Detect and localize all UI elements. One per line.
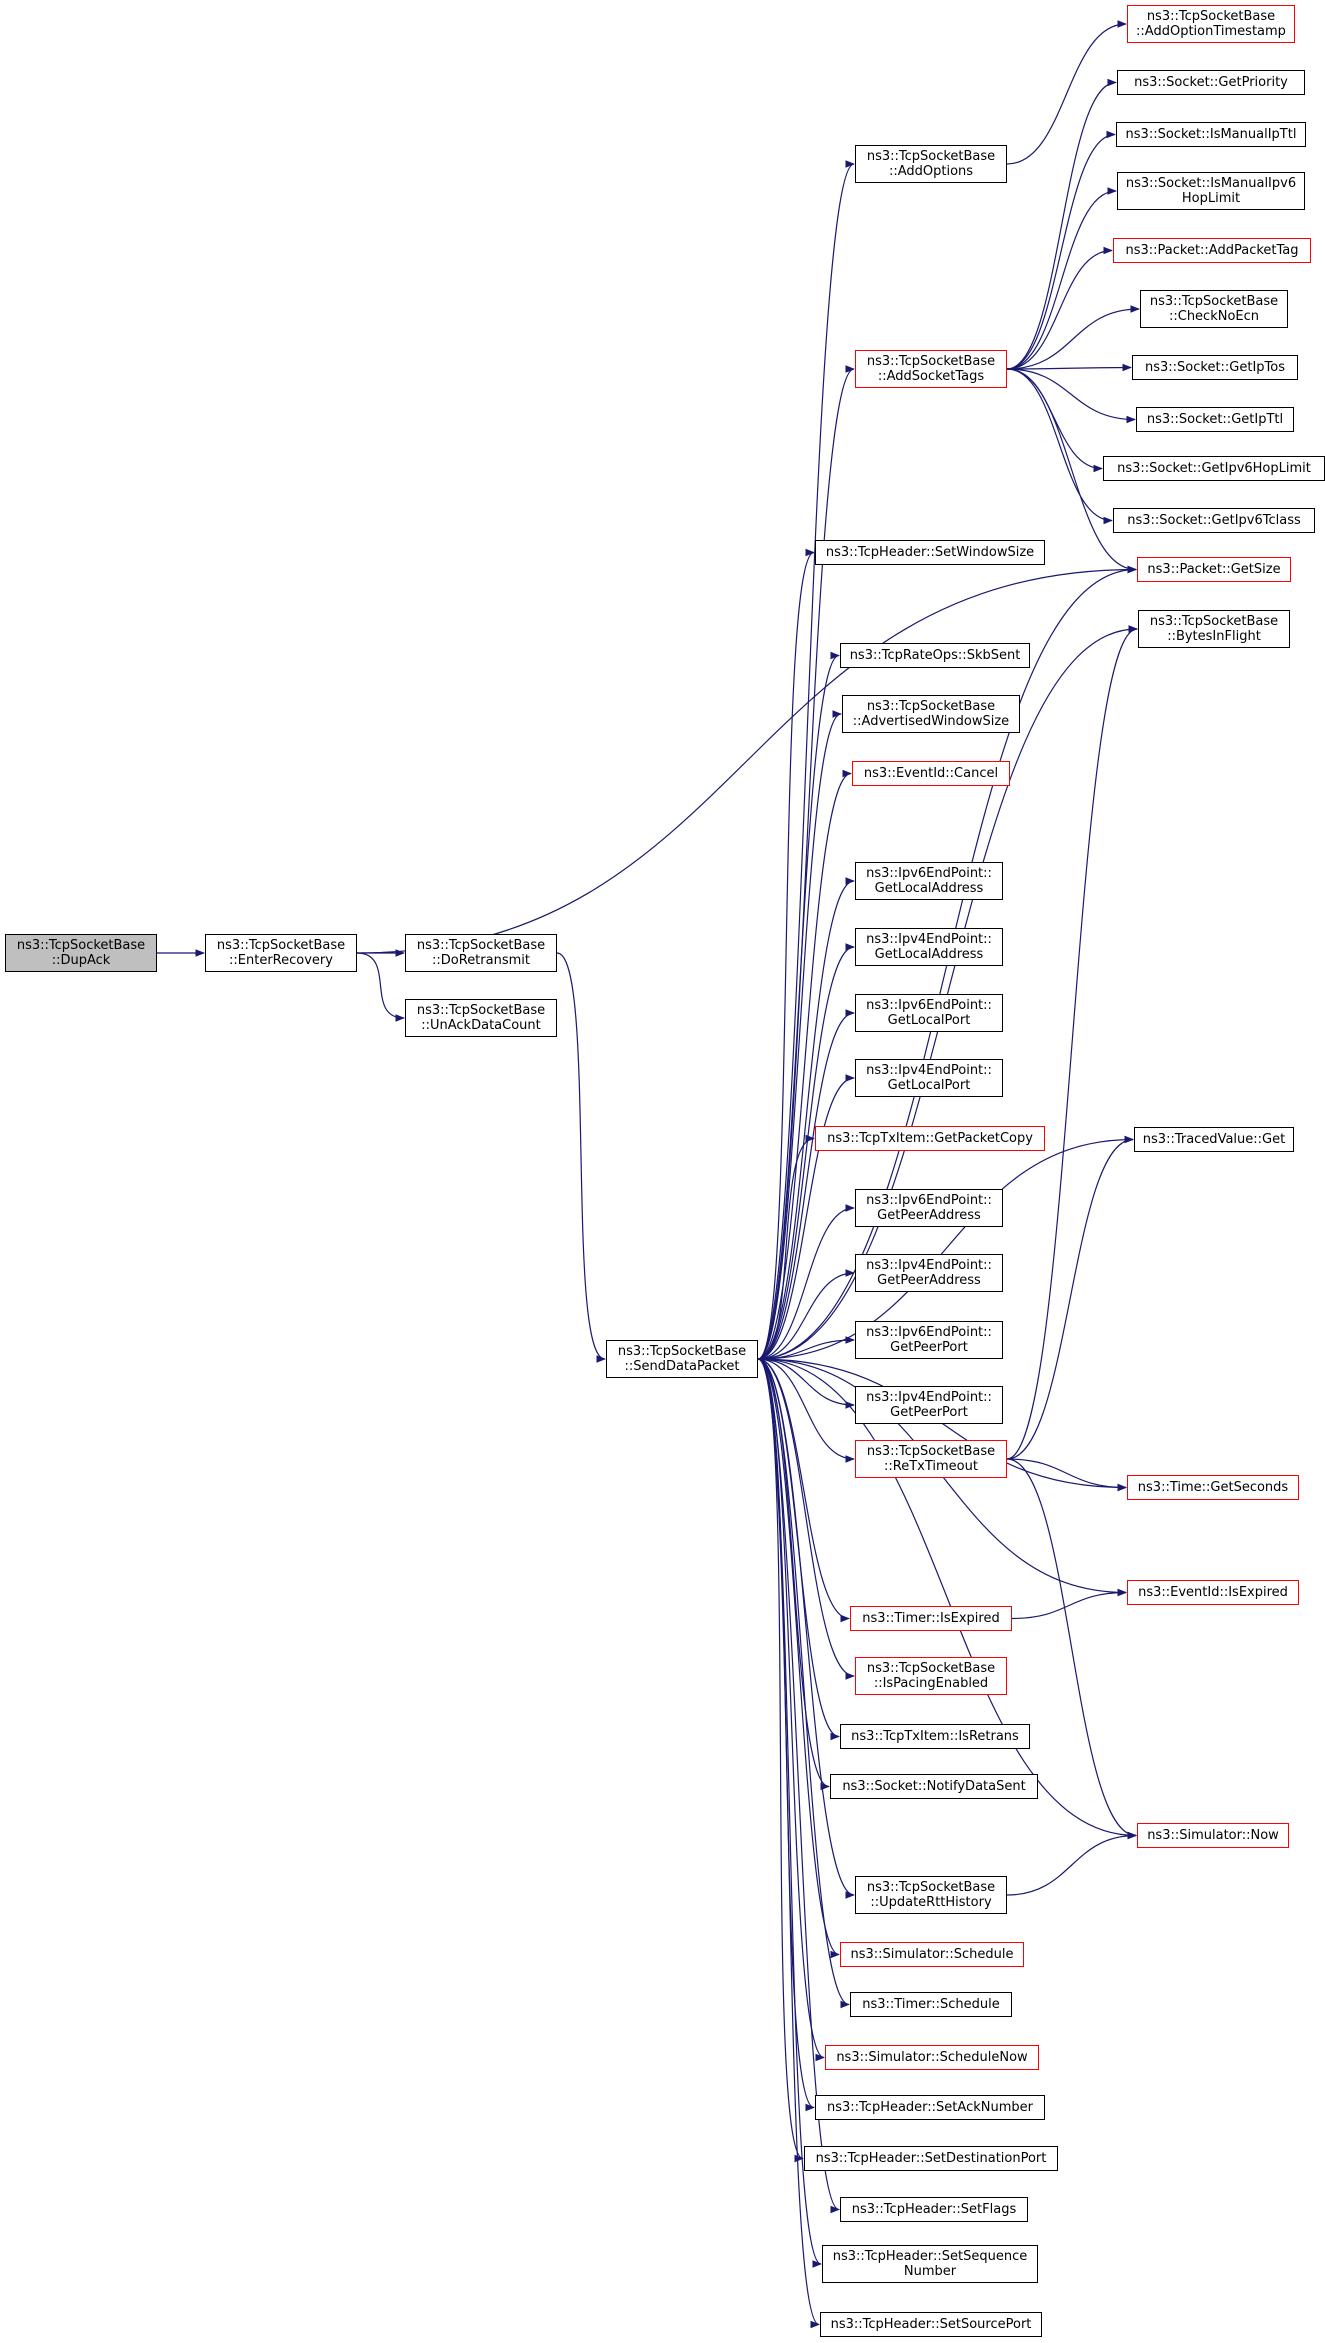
edge-enterrecovery-to-packetgetsize — [356, 565, 1137, 954]
edge-senddatapacket-to-addoptions — [757, 160, 855, 1360]
node-packetgetsize[interactable]: ns3::Packet::GetSize — [1137, 557, 1291, 582]
edge-senddatapacket-to-ipv6localport — [757, 1009, 855, 1360]
edge-addsockettags-to-getipv6hoplimit — [1006, 368, 1103, 473]
node-advwindowsize[interactable]: ns3::TcpSocketBase ::AdvertisedWindowSiz… — [842, 695, 1020, 733]
node-setseqnumber[interactable]: ns3::TcpHeader::SetSequence Number — [822, 2245, 1038, 2283]
edge-senddatapacket-to-simschedule — [757, 1358, 840, 1959]
node-ipv6peerport[interactable]: ns3::Ipv6EndPoint:: GetPeerPort — [855, 1321, 1003, 1359]
node-timerisexpired[interactable]: ns3::Timer::IsExpired — [850, 1606, 1012, 1631]
edge-addsockettags-to-getipv6tclass — [1006, 368, 1113, 525]
edge-senddatapacket-to-eventcancel — [757, 769, 852, 1360]
node-unackdatacount[interactable]: ns3::TcpSocketBase ::UnAckDataCount — [405, 999, 557, 1037]
edge-senddatapacket-to-getpacketcopy — [757, 1134, 815, 1360]
node-timerschedule[interactable]: ns3::Timer::Schedule — [850, 1992, 1012, 2017]
edge-senddatapacket-to-setseqnumber — [757, 1358, 822, 2268]
edge-addsockettags-to-checknoecn — [1006, 305, 1140, 370]
edge-updaterttHistory-to-simnow — [1006, 1831, 1137, 1896]
node-setflags[interactable]: ns3::TcpHeader::SetFlags — [840, 2197, 1028, 2222]
edge-senddatapacket-to-ipv4localaddr — [757, 943, 855, 1360]
node-getipv6tclass[interactable]: ns3::Socket::GetIpv6Tclass — [1113, 508, 1315, 533]
edge-addsockettags-to-ismanualipttl — [1006, 130, 1116, 370]
edge-senddatapacket-to-retxtimeout — [757, 1358, 855, 1463]
edge-senddatapacket-to-ipv6peeraddr — [757, 1204, 855, 1360]
edge-senddatapacket-to-addsockettags — [757, 365, 855, 1360]
node-schedulenow[interactable]: ns3::Simulator::ScheduleNow — [825, 2045, 1039, 2070]
node-setacknumber[interactable]: ns3::TcpHeader::SetAckNumber — [815, 2095, 1045, 2120]
node-ipv6localaddr[interactable]: ns3::Ipv6EndPoint:: GetLocalAddress — [855, 862, 1003, 900]
edge-enterrecovery-to-unackdatacount — [356, 952, 405, 1022]
node-ipv6peeraddr[interactable]: ns3::Ipv6EndPoint:: GetPeerAddress — [855, 1189, 1003, 1227]
edge-retxtimeout-to-timegetseconds — [1006, 1458, 1127, 1492]
edge-retxtimeout-to-tracedvalueget — [1006, 1135, 1134, 1460]
edge-senddatapacket-to-timerschedule — [757, 1358, 850, 2009]
node-getpriority[interactable]: ns3::Socket::GetPriority — [1117, 70, 1305, 95]
edge-retxtimeout-to-bytesinflight — [1006, 625, 1138, 1460]
node-dupack: ns3::TcpSocketBase ::DupAck — [5, 934, 157, 972]
node-addsockettags[interactable]: ns3::TcpSocketBase ::AddSocketTags — [855, 350, 1007, 388]
edge-addsockettags-to-getipttl — [1006, 368, 1136, 424]
node-eventisexpired[interactable]: ns3::EventId::IsExpired — [1127, 1580, 1299, 1605]
edge-senddatapacket-to-ipv6localaddr — [757, 877, 855, 1360]
edge-addoptions-to-addopttimestamp — [1006, 20, 1127, 165]
node-ipv4localaddr[interactable]: ns3::Ipv4EndPoint:: GetLocalAddress — [855, 928, 1003, 966]
edge-addsockettags-to-addpackettag — [1006, 246, 1113, 370]
node-eventcancel[interactable]: ns3::EventId::Cancel — [852, 761, 1010, 786]
node-updaterttHistory[interactable]: ns3::TcpSocketBase ::UpdateRttHistory — [855, 1876, 1007, 1914]
node-ismanualipttl[interactable]: ns3::Socket::IsManualIpTtl — [1116, 122, 1306, 147]
edge-senddatapacket-to-skbsent — [757, 651, 840, 1360]
node-setdestport[interactable]: ns3::TcpHeader::SetDestinationPort — [804, 2146, 1058, 2171]
edge-senddatapacket-to-ispacingenabled — [757, 1358, 855, 1680]
node-addpackettag[interactable]: ns3::Packet::AddPacketTag — [1113, 238, 1311, 263]
edge-senddatapacket-to-notifydatasent — [757, 1358, 830, 1791]
edge-senddatapacket-to-setwindowsize — [757, 548, 815, 1360]
edge-addsockettags-to-packetgetsize — [1006, 368, 1137, 574]
node-simnow[interactable]: ns3::Simulator::Now — [1137, 1823, 1289, 1848]
node-checknoecn[interactable]: ns3::TcpSocketBase ::CheckNoEcn — [1140, 290, 1288, 328]
node-setsourceport[interactable]: ns3::TcpHeader::SetSourcePort — [820, 2312, 1042, 2337]
node-ispacingenabled[interactable]: ns3::TcpSocketBase ::IsPacingEnabled — [855, 1657, 1007, 1695]
edge-addsockettags-to-getiptos — [1006, 363, 1132, 372]
node-skbsent[interactable]: ns3::TcpRateOps::SkbSent — [840, 643, 1030, 668]
node-getipv6hoplimit[interactable]: ns3::Socket::GetIpv6HopLimit — [1103, 456, 1325, 481]
node-timegetseconds[interactable]: ns3::Time::GetSeconds — [1127, 1475, 1299, 1500]
edge-senddatapacket-to-updaterttHistory — [757, 1358, 855, 1899]
node-tracedvalueget[interactable]: ns3::TracedValue::Get — [1134, 1127, 1294, 1152]
edge-timerisexpired-to-eventisexpired — [1011, 1588, 1127, 1620]
node-setwindowsize[interactable]: ns3::TcpHeader::SetWindowSize — [815, 540, 1045, 565]
node-bytesinflight[interactable]: ns3::TcpSocketBase ::BytesInFlight — [1138, 610, 1290, 648]
edge-senddatapacket-to-ipv4peeraddr — [757, 1269, 855, 1360]
node-getipttl[interactable]: ns3::Socket::GetIpTtl — [1136, 407, 1294, 432]
node-addopttimestamp[interactable]: ns3::TcpSocketBase ::AddOptionTimestamp — [1127, 5, 1295, 43]
node-ismanualipv6hop[interactable]: ns3::Socket::IsManualIpv6 HopLimit — [1117, 172, 1305, 210]
node-getpacketcopy[interactable]: ns3::TcpTxItem::GetPacketCopy — [815, 1126, 1045, 1151]
edge-senddatapacket-to-advwindowsize — [757, 710, 842, 1360]
node-enterrecovery[interactable]: ns3::TcpSocketBase ::EnterRecovery — [205, 934, 357, 972]
edge-senddatapacket-to-simnow — [757, 1358, 1137, 1840]
node-doretransmit[interactable]: ns3::TcpSocketBase ::DoRetransmit — [405, 934, 557, 972]
node-isretrans[interactable]: ns3::TcpTxItem::IsRetrans — [840, 1724, 1030, 1749]
edge-senddatapacket-to-setsourceport — [757, 1358, 820, 2329]
node-ipv4peeraddr[interactable]: ns3::Ipv4EndPoint:: GetPeerAddress — [855, 1254, 1003, 1292]
node-getiptos[interactable]: ns3::Socket::GetIpTos — [1132, 355, 1298, 380]
node-ipv6localport[interactable]: ns3::Ipv6EndPoint:: GetLocalPort — [855, 994, 1003, 1032]
node-addoptions[interactable]: ns3::TcpSocketBase ::AddOptions — [855, 145, 1007, 183]
node-simschedule[interactable]: ns3::Simulator::Schedule — [840, 1942, 1024, 1967]
edge-retxtimeout-to-simnow — [1006, 1458, 1137, 1840]
edge-senddatapacket-to-ipv4peerport — [757, 1358, 855, 1409]
edge-senddatapacket-to-ipv4localport — [757, 1074, 855, 1360]
node-retxtimeout[interactable]: ns3::TcpSocketBase ::ReTxTimeout — [855, 1440, 1007, 1478]
edge-addsockettags-to-getpriority — [1006, 78, 1117, 370]
node-ipv4peerport[interactable]: ns3::Ipv4EndPoint:: GetPeerPort — [855, 1386, 1003, 1424]
edge-addsockettags-to-ismanualipv6hop — [1006, 187, 1117, 370]
node-ipv4localport[interactable]: ns3::Ipv4EndPoint:: GetLocalPort — [855, 1059, 1003, 1097]
edge-doretransmit-to-senddatapacket — [556, 952, 606, 1363]
node-senddatapacket[interactable]: ns3::TcpSocketBase ::SendDataPacket — [606, 1340, 758, 1378]
node-notifydatasent[interactable]: ns3::Socket::NotifyDataSent — [830, 1774, 1038, 1799]
edge-senddatapacket-to-tracedvalueget — [757, 1135, 1134, 1360]
